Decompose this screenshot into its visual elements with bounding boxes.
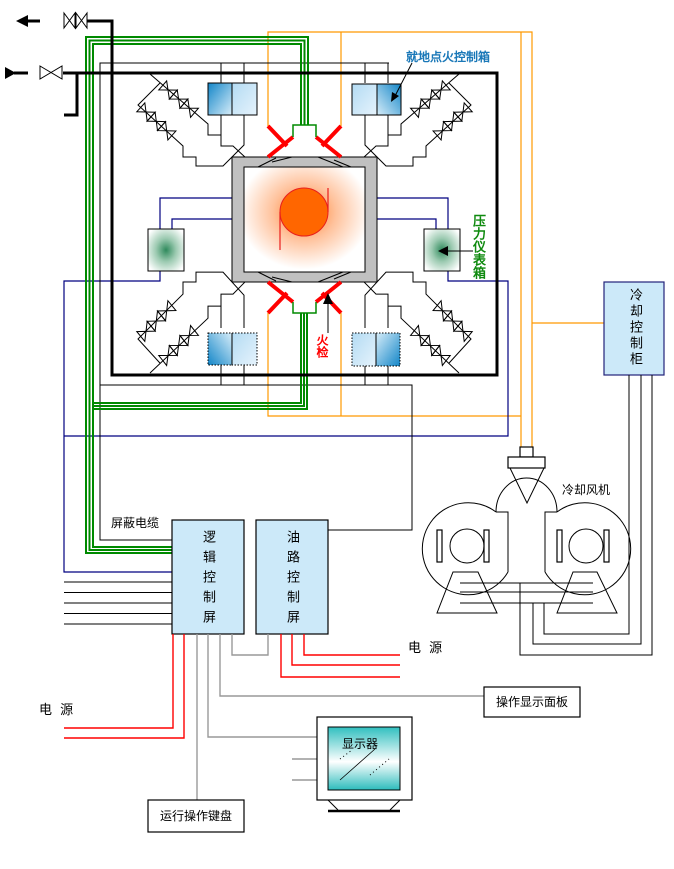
cooling-fan-label: 冷却风机 — [562, 483, 611, 497]
igniters — [266, 124, 343, 315]
oil-circuit-control-panel-label: 油路控制屏 — [284, 530, 299, 630]
furnace — [231, 156, 378, 283]
inlet-valve-icon[interactable] — [39, 65, 63, 80]
ignition-box-arrow-icon — [391, 92, 399, 102]
monitor-label: 显示器 — [341, 737, 378, 751]
cooling-control-cabinet-label: 冷却控制柜 — [627, 288, 642, 368]
outlet-pipe — [16, 11, 114, 74]
ignition-box-top-right[interactable] — [351, 83, 402, 116]
local-ignition-box-label: 就地点火控制箱 — [406, 50, 491, 64]
power-lines — [64, 634, 400, 739]
ignition-box-top-left[interactable] — [207, 82, 258, 116]
cooling-control-cabinet[interactable] — [603, 281, 665, 376]
flame-icon — [279, 187, 329, 237]
cooling-fan-power-lines — [519, 375, 653, 656]
monitor[interactable] — [316, 716, 413, 813]
oil-circuit-control-panel[interactable] — [255, 519, 329, 635]
fan-left-impeller-icon — [449, 528, 485, 564]
flame-signal-lines — [267, 31, 604, 447]
igniter-top-right — [314, 124, 343, 159]
operation-keyboard[interactable] — [147, 799, 245, 833]
data-lines — [196, 634, 484, 800]
igniter-top-left — [266, 124, 295, 159]
pressure-instrument-box-label: 压力仪表箱 — [470, 214, 485, 279]
pressure-box-arrow-icon — [438, 246, 448, 256]
logic-control-panel-label: 逻辑控制屏 — [200, 530, 215, 630]
operation-keyboard-label: 运行操作键盘 — [159, 809, 232, 823]
valve-assembly-bottom-left — [136, 271, 247, 386]
fan-outlet-connector — [519, 446, 534, 458]
ignition-box-bottom-left[interactable] — [207, 332, 258, 366]
ignition-box-leader-line — [394, 62, 413, 97]
logic-panel-input-lines — [64, 581, 172, 625]
fan-hood — [507, 456, 546, 469]
flame-detector-label: 火检 — [315, 334, 329, 358]
power-supply-label-left: 电 源 — [39, 703, 76, 718]
fan-left-base — [436, 571, 498, 614]
outlet-valve-icon[interactable] — [63, 11, 88, 30]
fan-right-impeller-icon — [568, 528, 604, 564]
logic-control-panel[interactable] — [171, 519, 245, 635]
shielded-cable-label: 屏蔽电缆 — [111, 516, 160, 530]
burner-frame — [110, 71, 499, 377]
fan-duct — [495, 477, 558, 513]
ignition-box-bottom-right[interactable] — [351, 332, 401, 367]
valve-assembly-bottom-right — [362, 271, 473, 386]
flame-detector-arrow-icon — [323, 293, 333, 304]
fan-left-casing — [421, 502, 509, 596]
operation-display-panel-label: 操作显示面板 — [495, 695, 568, 709]
inlet-pipe — [5, 65, 112, 117]
power-supply-label-right: 电 源 — [408, 641, 445, 656]
pressure-box-left[interactable] — [147, 228, 185, 272]
cooling-fan[interactable] — [421, 446, 632, 614]
igniter-cable-bundle — [85, 36, 309, 554]
fan-right-base — [556, 571, 618, 614]
inlet-arrow-right-icon — [5, 67, 16, 79]
outlet-arrow-left-icon — [16, 15, 28, 27]
pressure-signal-lines — [63, 197, 509, 573]
operation-display-panel[interactable] — [483, 686, 581, 718]
igniter-bottom-left — [266, 280, 295, 315]
